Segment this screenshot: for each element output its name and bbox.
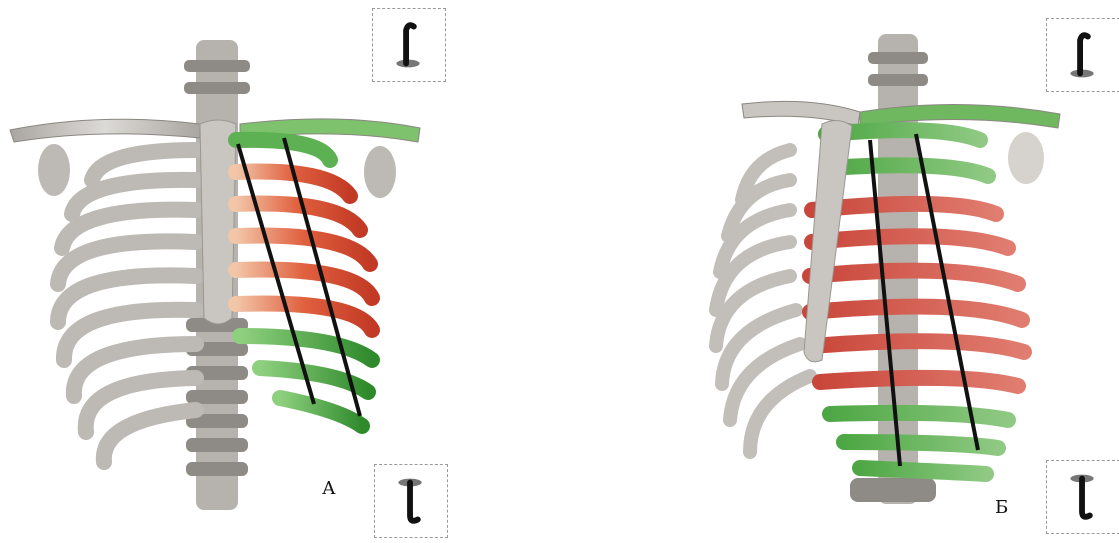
rib-cage-oblique-illustration [560,0,1119,543]
hook-down-icon [1046,460,1119,534]
shoulder-joint [1008,132,1044,184]
rib-cage-front-illustration [0,0,560,543]
sternum [200,120,236,324]
panel-label-b: Б [995,497,1008,518]
panel-b: Б [560,0,1119,543]
hook-up-icon [372,8,446,82]
hook-down-icon [374,464,448,538]
back-ribs [716,150,810,452]
hook-up-icon [1046,18,1119,92]
left-ribs [58,150,196,462]
panel-a: А [0,0,560,543]
panel-label-a: А [322,478,336,499]
